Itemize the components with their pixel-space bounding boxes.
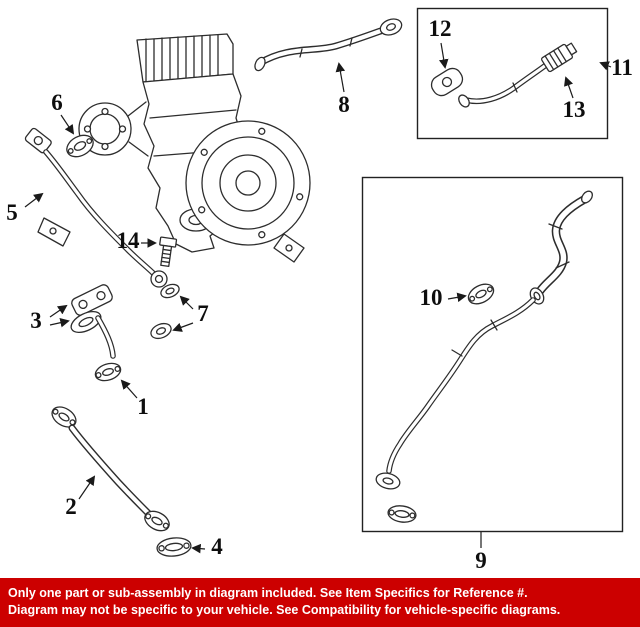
leader-line: [447, 292, 467, 303]
leader-line: [564, 76, 574, 99]
coolant-pipe-9-drawing: [375, 190, 593, 523]
callout-14: 14: [117, 228, 141, 253]
inset-box-9-10: [361, 176, 624, 533]
gasket-10-drawing: [467, 283, 495, 305]
gasket-12-drawing: [430, 67, 464, 97]
leader-line: [49, 317, 70, 328]
return-pipe-2-drawing: [51, 406, 170, 532]
leader-line: [599, 61, 612, 71]
leader-line: [172, 322, 194, 332]
callout-11: 11: [611, 55, 633, 80]
disclaimer-line-1: Only one part or sub-assembly in diagram…: [8, 586, 528, 600]
oil-feed-pipe-5-drawing: [24, 127, 168, 288]
washers-7-drawing: [150, 283, 180, 340]
gasket-6-drawing: [66, 134, 94, 158]
callout-4: 4: [211, 534, 223, 559]
disclaimer-banner: Only one part or sub-assembly in diagram…: [0, 578, 640, 627]
leader-line: [120, 379, 138, 399]
diagram-canvas: 1 2 3 4 5 6 7 8 9 10 11 12 13 14: [6, 7, 633, 573]
inset-box-12-13: [416, 7, 609, 140]
turbocharger-drawing: [78, 33, 311, 263]
callout-10: 10: [420, 285, 443, 310]
leader-line: [60, 114, 75, 135]
drain-flange-3-drawing: [70, 284, 122, 382]
leader-line: [191, 543, 206, 554]
callout-7: 7: [197, 301, 209, 326]
leader-line: [335, 62, 346, 93]
callout-3: 3: [30, 308, 42, 333]
callout-1: 1: [137, 394, 149, 419]
disclaimer-line-2: Diagram may not be specific to your vehi…: [8, 603, 561, 617]
callout-2: 2: [65, 494, 77, 519]
leader-line: [439, 42, 449, 69]
leader-line: [49, 304, 68, 318]
leader-line: [78, 475, 96, 500]
leader-line: [179, 295, 194, 310]
gasket-4-drawing: [156, 537, 192, 557]
leader-lines: [24, 42, 612, 554]
oil-pipe-13-drawing: [458, 42, 578, 108]
callout-13: 13: [563, 97, 586, 122]
callout-5: 5: [6, 200, 18, 225]
callout-8: 8: [338, 92, 350, 117]
bolt-14-drawing: [159, 236, 178, 268]
leader-line: [24, 192, 44, 208]
callout-6: 6: [51, 90, 63, 115]
pipe-8-drawing: [254, 18, 403, 72]
callout-12: 12: [429, 16, 452, 41]
callout-9: 9: [475, 548, 487, 573]
